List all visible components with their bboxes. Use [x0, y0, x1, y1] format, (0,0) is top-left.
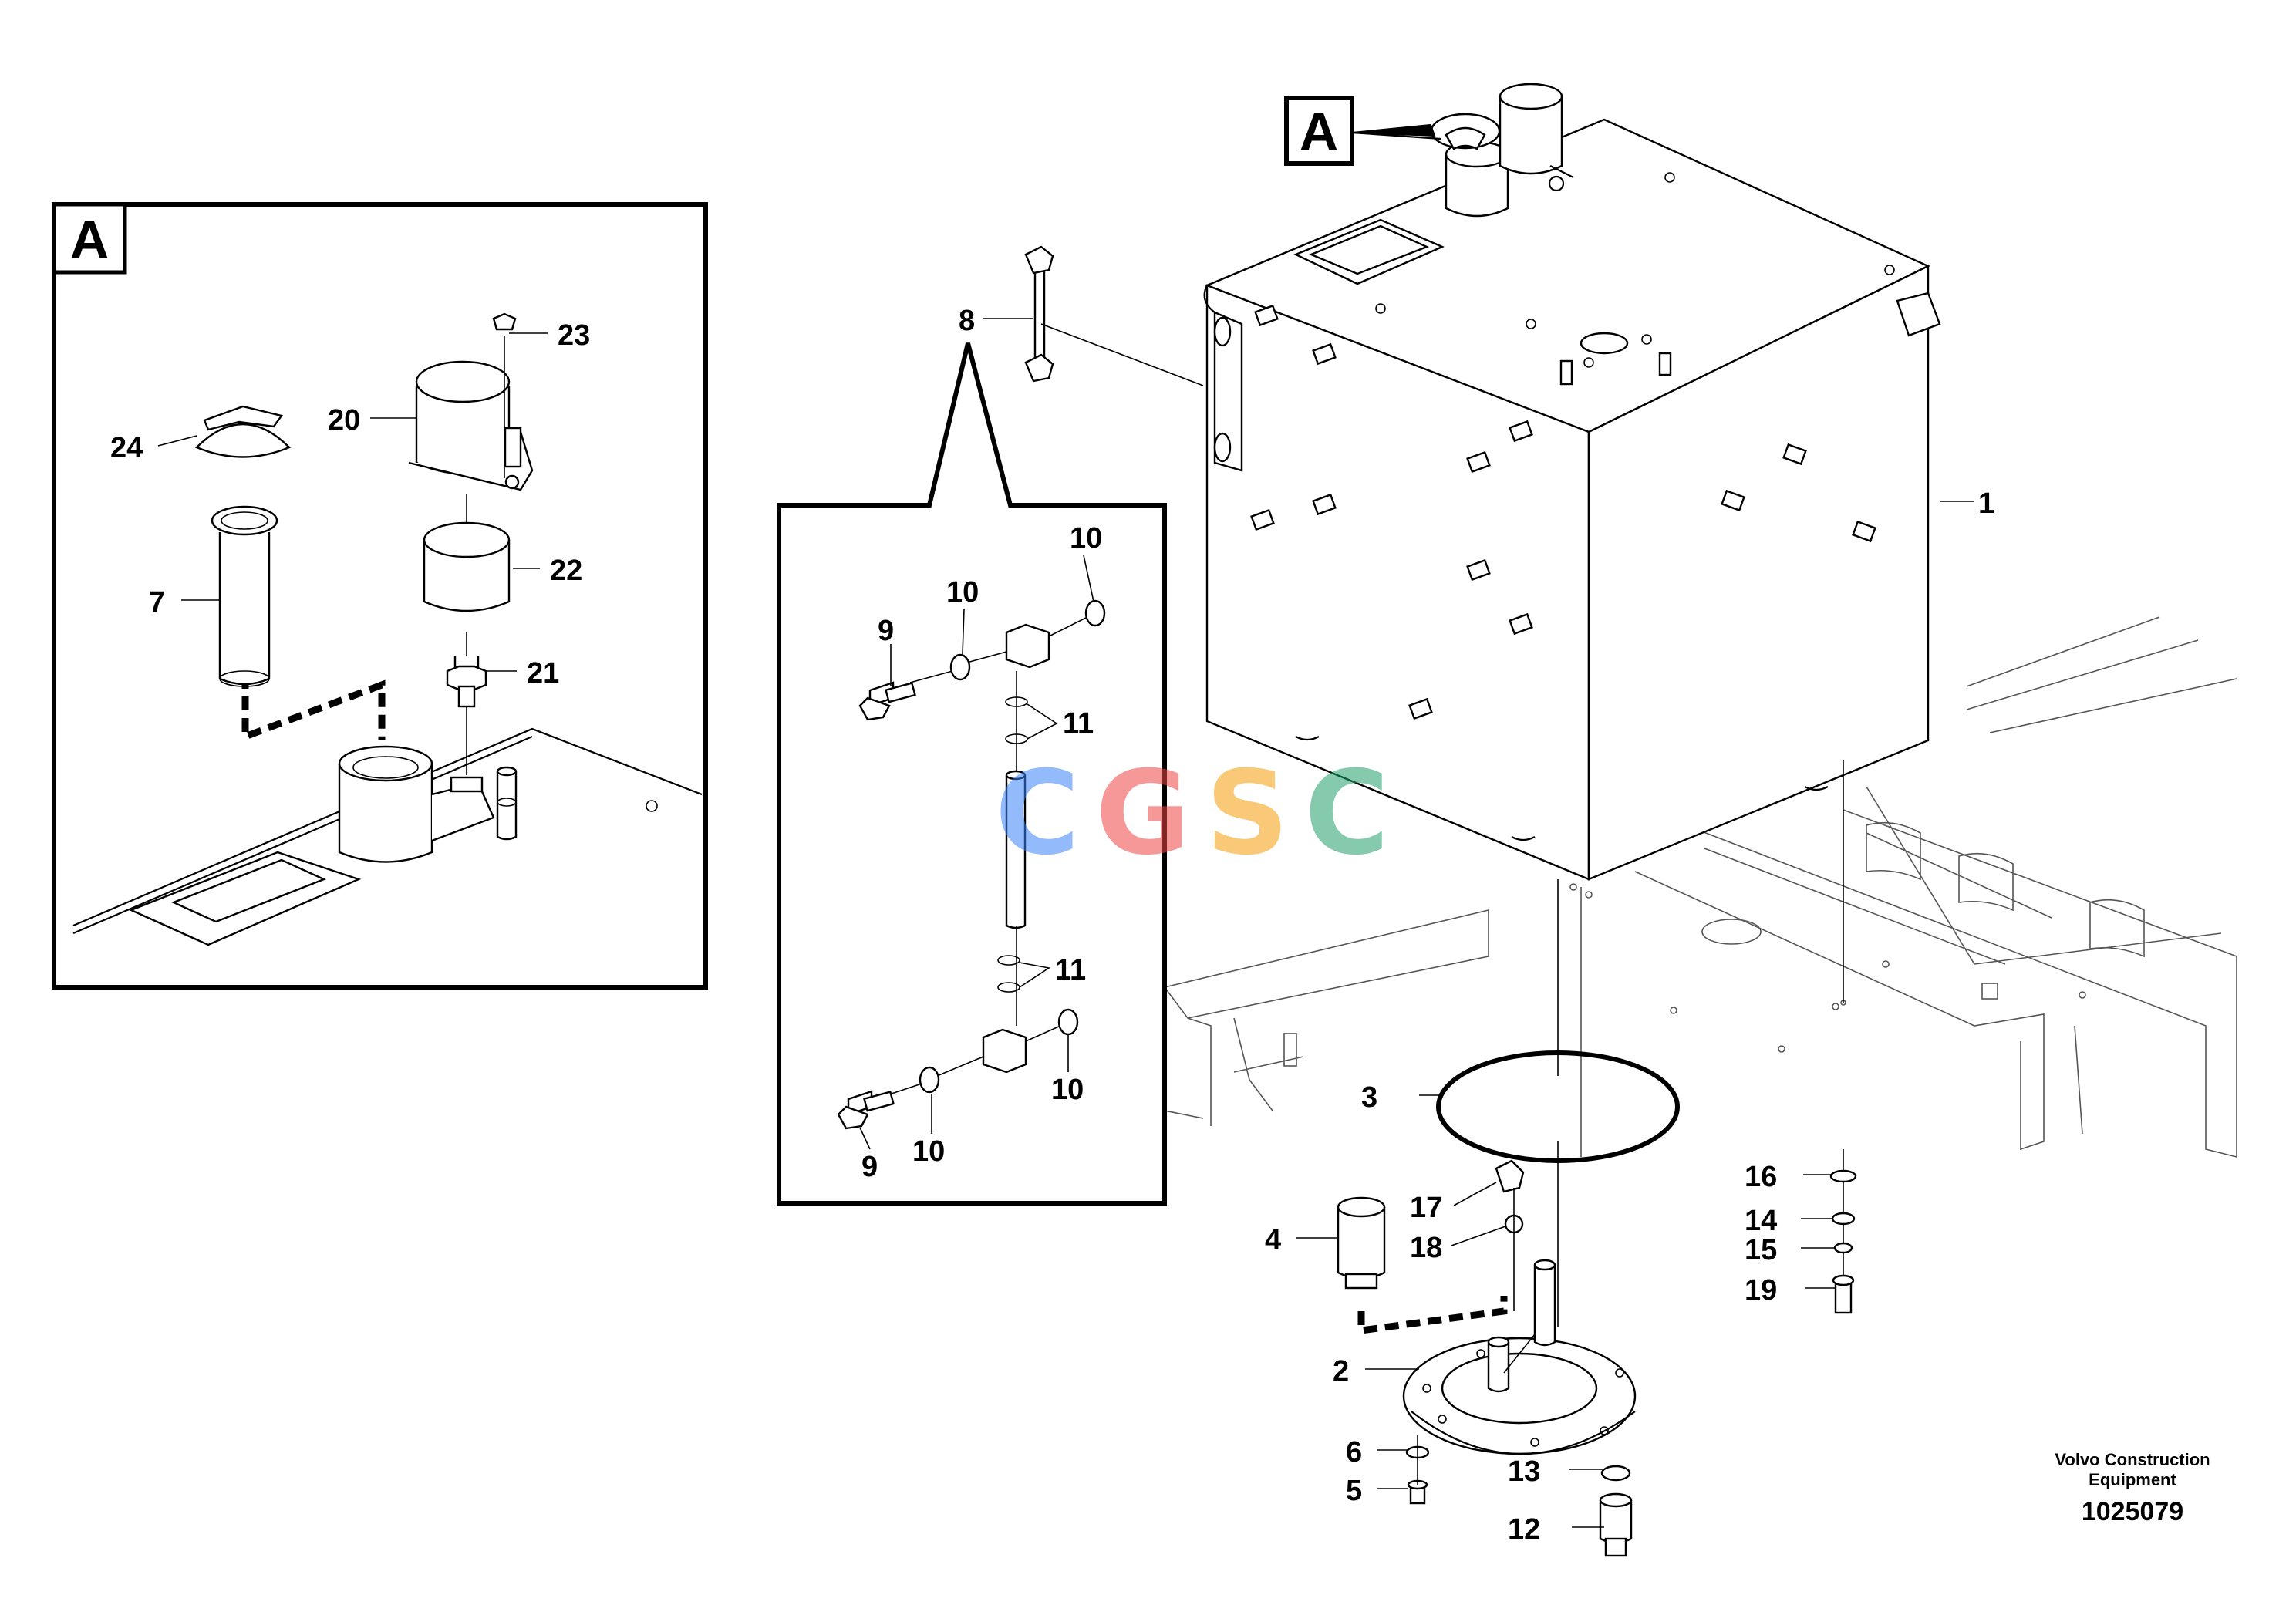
- brand-block: Volvo Construction Equipment 1025079: [2005, 1450, 2260, 1529]
- label-part-11-upper: 11: [1063, 707, 1094, 740]
- screw-and-washer-5-6: [1405, 1435, 1430, 1505]
- label-part-16: 16: [1745, 1161, 1777, 1193]
- plug-12-13: [1599, 1465, 1633, 1557]
- hydraulic-tank: [1203, 83, 1941, 881]
- label-part-10-c: 10: [1051, 1074, 1084, 1106]
- bolt-stack-14-19: [1829, 1169, 1857, 1314]
- label-part-10-b: 10: [946, 576, 979, 609]
- link-rod-assembly: [1024, 245, 1204, 386]
- label-part-12: 12: [1508, 1513, 1540, 1546]
- leader-lines: [157, 318, 1974, 1528]
- tank-bosses: [1250, 304, 1876, 720]
- label-part-3: 3: [1361, 1081, 1377, 1114]
- detail-inset-link-rod: [777, 342, 1167, 1206]
- label-part-23: 23: [558, 319, 590, 352]
- label-part-2: 2: [1333, 1355, 1349, 1388]
- label-part-17: 17: [1410, 1192, 1442, 1224]
- watermark-letter-g: G: [1095, 747, 1206, 881]
- label-part-15: 15: [1745, 1234, 1777, 1266]
- callout-letter: A: [1300, 102, 1339, 162]
- label-part-5: 5: [1346, 1475, 1362, 1507]
- detail-callout-a: A: [1284, 96, 1441, 166]
- fitting-17-18: [1495, 1159, 1525, 1311]
- label-part-18: 18: [1410, 1232, 1442, 1264]
- watermark-letter-c2: C: [1304, 747, 1405, 881]
- watermark-letter-c: C: [995, 747, 1096, 881]
- label-part-21: 21: [527, 657, 559, 690]
- label-part-14: 14: [1745, 1205, 1777, 1237]
- label-part-24: 24: [110, 432, 143, 464]
- label-part-10-d: 10: [912, 1135, 945, 1168]
- label-part-1: 1: [1978, 487, 1994, 520]
- label-part-4: 4: [1265, 1224, 1281, 1256]
- label-part-7: 7: [149, 586, 165, 619]
- label-part-9-upper: 9: [878, 615, 894, 647]
- label-part-9-lower: 9: [861, 1151, 878, 1183]
- label-part-19: 19: [1745, 1274, 1777, 1307]
- level-sensor: [1337, 1196, 1386, 1290]
- label-part-13: 13: [1508, 1455, 1540, 1488]
- o-ring: [1436, 1050, 1680, 1163]
- label-part-11-lower: 11: [1055, 954, 1086, 986]
- label-part-6: 6: [1346, 1436, 1362, 1469]
- brand-line-1: Volvo Construction: [2055, 1450, 2210, 1469]
- label-part-8: 8: [959, 305, 975, 337]
- sensor-cable: [1357, 1296, 1508, 1335]
- cgsc-watermark: CGSC: [995, 747, 1389, 881]
- brand-line-2: Equipment: [2089, 1470, 2176, 1489]
- drawing-number: 1025079: [2081, 1497, 2184, 1526]
- detail-inset-a: A: [52, 202, 708, 990]
- label-part-10-a: 10: [1070, 522, 1102, 555]
- suction-flange: [1402, 1259, 1637, 1455]
- label-part-20: 20: [328, 404, 360, 437]
- part-labels: 1 2 3 4 5 6 7 8 9 9 10 10 10 10 11 11 12…: [110, 305, 1994, 1546]
- watermark-letter-s: S: [1205, 747, 1305, 881]
- chassis-frame: [1163, 616, 2237, 1158]
- inset-letter: A: [70, 210, 110, 270]
- label-part-22: 22: [550, 555, 582, 587]
